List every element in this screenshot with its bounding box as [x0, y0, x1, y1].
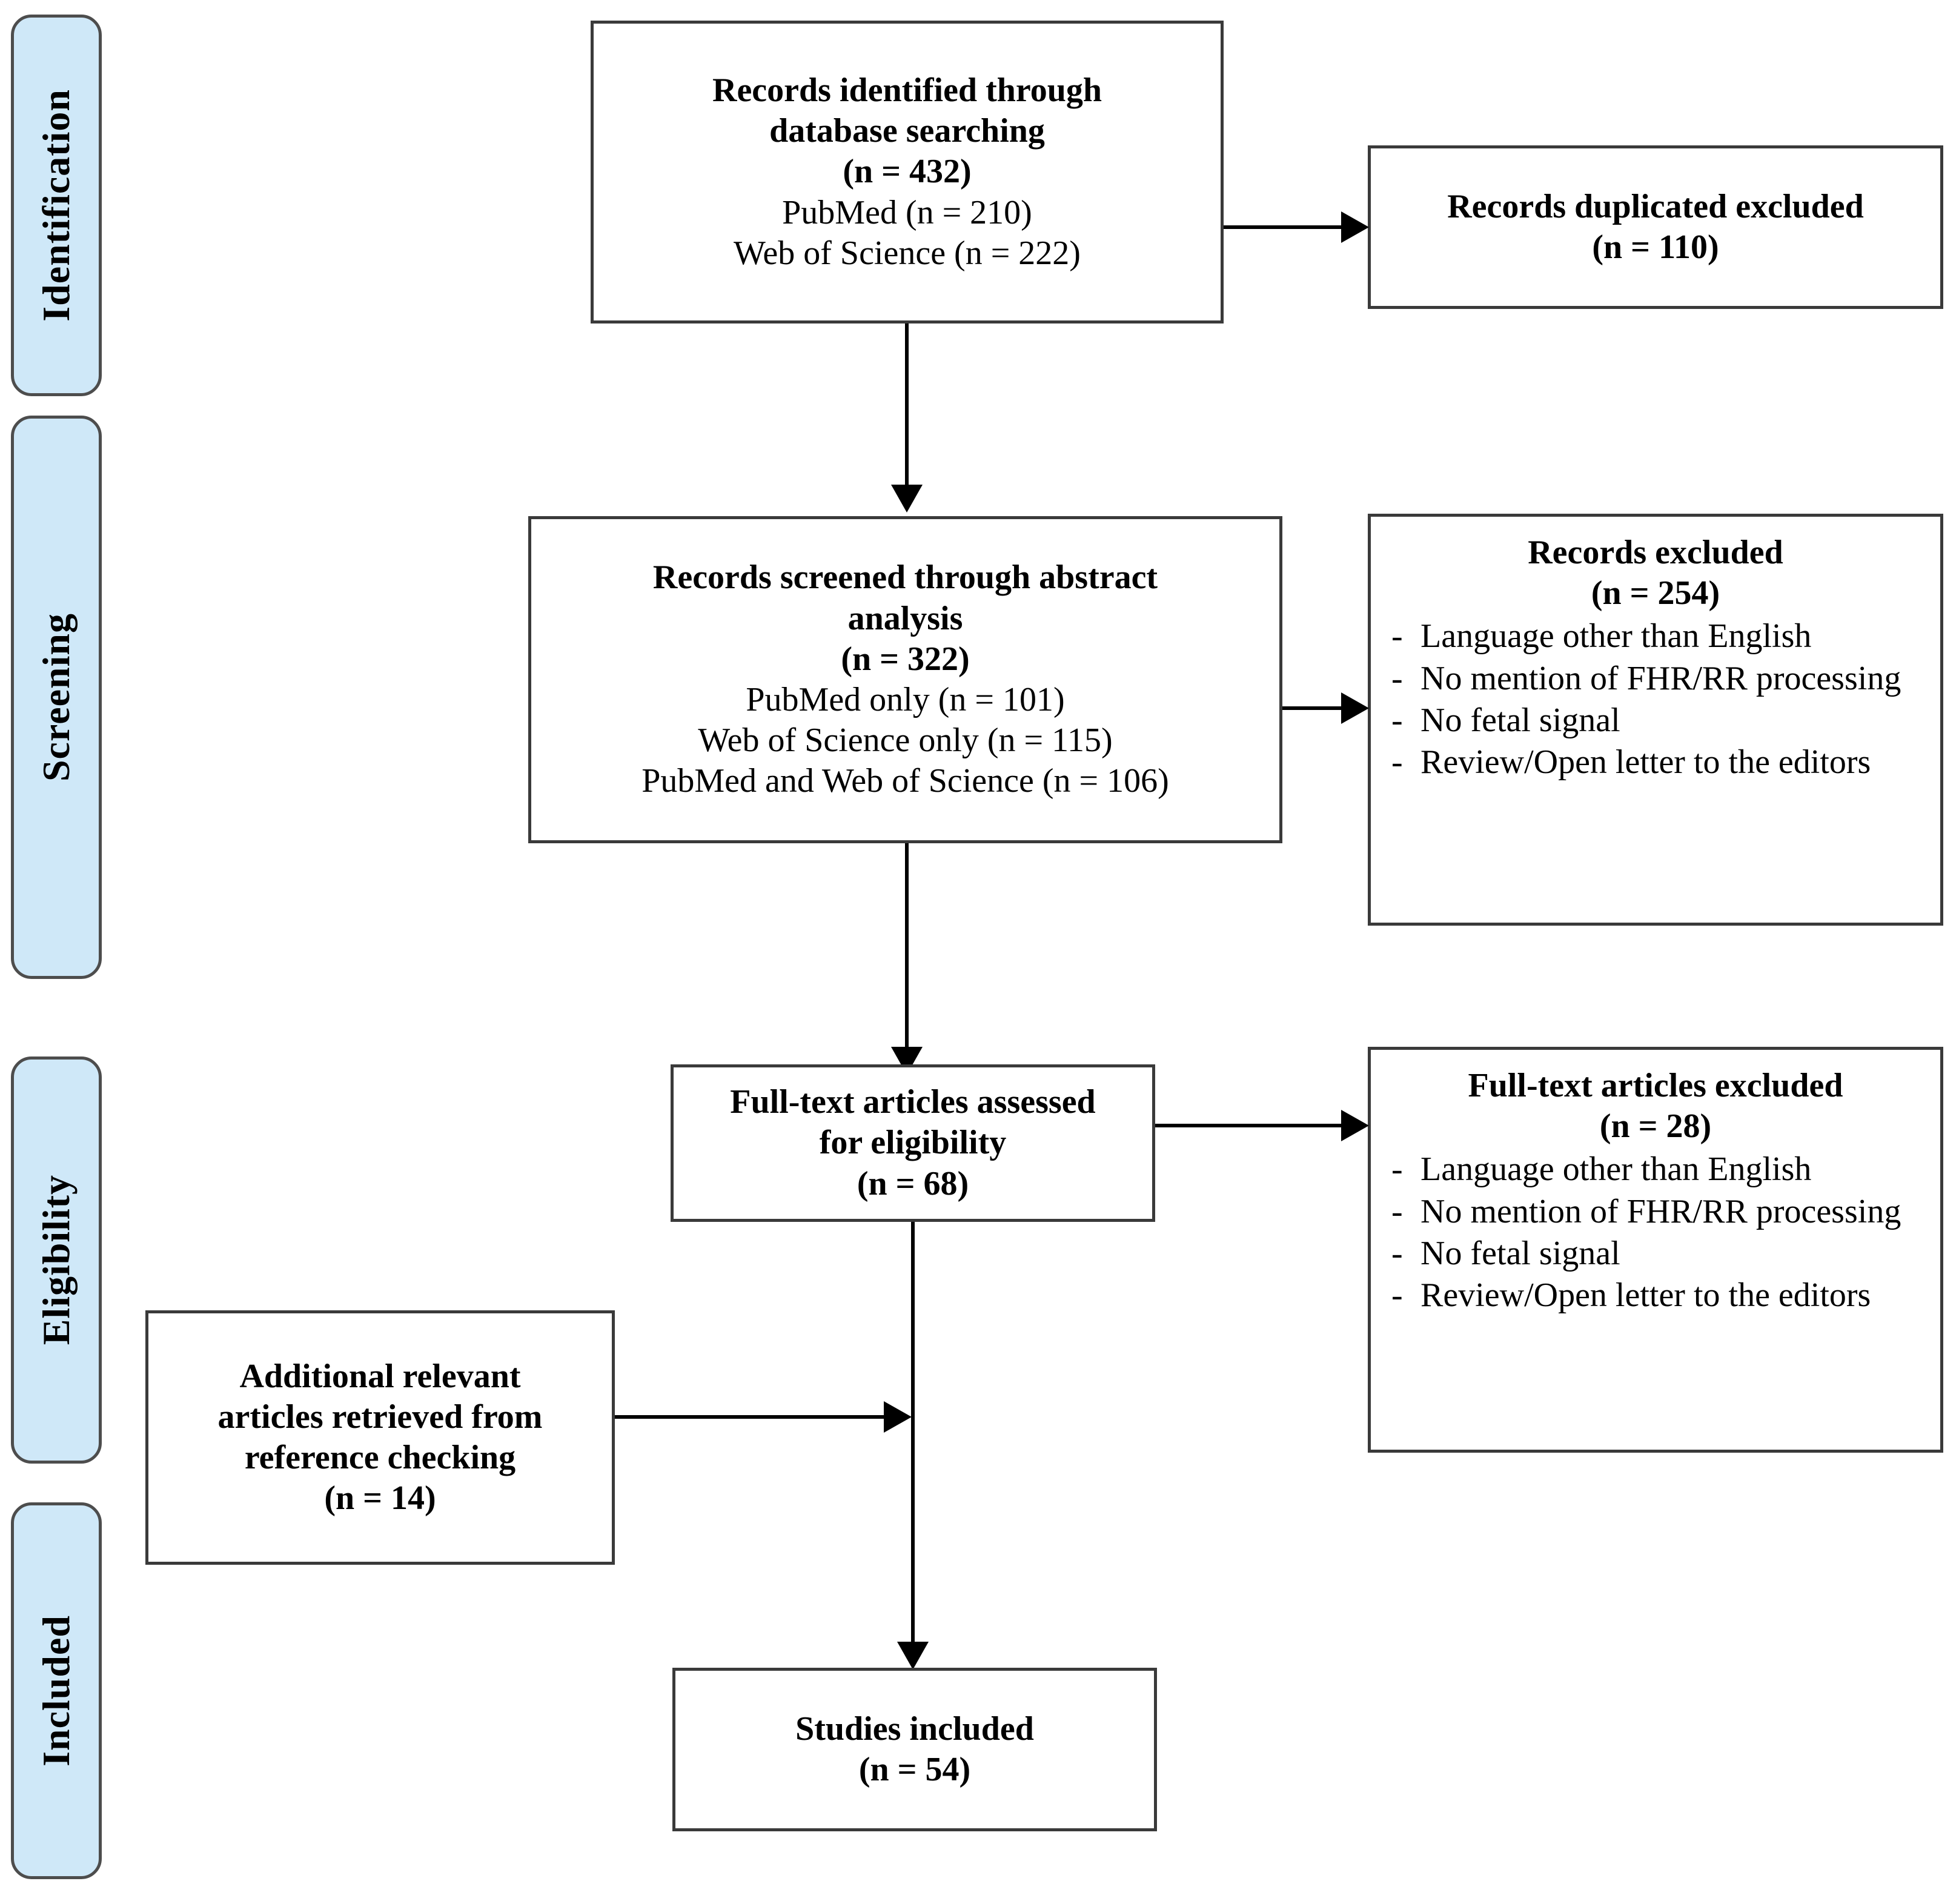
connector-screened-to-excluded	[1282, 706, 1345, 710]
records-identified-title-line2: database searching	[769, 112, 1045, 150]
bullet-dash-icon: -	[1391, 659, 1403, 697]
fulltext-excluded-reason-item: - Review/Open letter to the editors	[1382, 1275, 1929, 1316]
bullet-dash-icon: -	[1391, 1150, 1403, 1189]
bullet-dash-icon: -	[1391, 617, 1403, 655]
box-records-excluded: Records excluded (n = 254) - Language ot…	[1368, 514, 1943, 926]
fulltext-excluded-reason-item: - No fetal signal	[1382, 1233, 1929, 1274]
records-identified-title-line1: Records identified through	[712, 71, 1102, 110]
records-excluded-title: Records excluded	[1528, 534, 1783, 571]
box-records-screened: Records screened through abstract analys…	[528, 516, 1282, 843]
records-excluded-reason-item: - Review/Open letter to the editors	[1382, 742, 1929, 783]
bullet-dash-icon: -	[1391, 1234, 1403, 1272]
records-excluded-reason-text: No mention of FHR/RR processing	[1420, 659, 1901, 697]
fulltext-assessed-count: (n = 68)	[857, 1164, 969, 1202]
additional-articles-title-line1: Additional relevant	[239, 1357, 521, 1395]
records-identified-detail-wos: Web of Science (n = 222)	[734, 234, 1081, 272]
records-screened-detail-both: PubMed and Web of Science (n = 106)	[641, 762, 1169, 800]
records-excluded-reason-text: Review/Open letter to the editors	[1420, 743, 1871, 781]
connector-identified-to-screened	[905, 323, 909, 487]
arrowhead-additional-to-spine	[884, 1401, 912, 1433]
bullet-dash-icon: -	[1391, 1276, 1403, 1314]
fulltext-excluded-reason-item: - Language other than English	[1382, 1149, 1929, 1190]
fulltext-excluded-reason-text: No fetal signal	[1420, 1234, 1620, 1272]
records-excluded-reason-item: - Language other than English	[1382, 616, 1929, 657]
fulltext-assessed-title-line1: Full-text articles assessed	[730, 1083, 1096, 1121]
records-identified-detail-pubmed: PubMed (n = 210)	[782, 193, 1032, 231]
fulltext-excluded-reason-text: Review/Open letter to the editors	[1420, 1276, 1871, 1314]
records-excluded-reason-item: - No fetal signal	[1382, 700, 1929, 741]
connector-additional-to-spine	[615, 1415, 887, 1419]
arrowhead-screened-to-excluded	[1341, 692, 1369, 724]
fulltext-excluded-reason-text: No mention of FHR/RR processing	[1420, 1192, 1901, 1230]
fulltext-excluded-count: (n = 28)	[1599, 1107, 1712, 1146]
box-fulltext-excluded: Full-text articles excluded (n = 28) - L…	[1368, 1047, 1943, 1453]
additional-articles-count: (n = 14)	[324, 1479, 436, 1518]
arrowhead-identified-to-duplicates	[1341, 211, 1369, 243]
bullet-dash-icon: -	[1391, 743, 1403, 781]
box-additional-articles: Additional relevant articles retrieved f…	[145, 1310, 615, 1565]
box-records-duplicated-excluded: Records duplicated excluded (n = 110)	[1368, 145, 1943, 309]
records-excluded-reason-text: No fetal signal	[1420, 701, 1620, 739]
additional-articles-title-line3: reference checking	[244, 1439, 516, 1476]
records-excluded-count: (n = 254)	[1591, 574, 1720, 612]
duplicates-count: (n = 110)	[1592, 228, 1719, 266]
stage-rail-identification: Identification	[11, 15, 102, 396]
stage-rail-eligibility: Eligibility	[11, 1056, 102, 1464]
records-screened-detail-wos-only: Web of Science only (n = 115)	[698, 721, 1113, 760]
arrowhead-identified-to-screened	[891, 485, 923, 512]
bullet-dash-icon: -	[1391, 701, 1403, 739]
stage-label-eligibility: Eligibility	[35, 1175, 78, 1345]
bullet-dash-icon: -	[1391, 1192, 1403, 1230]
fulltext-excluded-title: Full-text articles excluded	[1468, 1067, 1843, 1104]
records-identified-count: (n = 432)	[843, 153, 972, 191]
box-fulltext-assessed: Full-text articles assessed for eligibil…	[671, 1064, 1155, 1222]
connector-screened-to-fulltext	[905, 843, 909, 1049]
connector-fulltext-to-excluded	[1155, 1124, 1345, 1127]
records-screened-title-line1: Records screened through abstract	[652, 559, 1158, 597]
stage-label-identification: Identification	[35, 89, 78, 322]
records-excluded-reason-text: Language other than English	[1420, 617, 1812, 655]
fulltext-assessed-title-line2: for eligibility	[819, 1124, 1007, 1162]
box-records-identified: Records identified through database sear…	[591, 21, 1224, 323]
records-screened-detail-pubmed-only: PubMed only (n = 101)	[746, 681, 1065, 718]
duplicates-title: Records duplicated excluded	[1447, 187, 1864, 225]
fulltext-excluded-reason-list: - Language other than English - No menti…	[1382, 1149, 1929, 1317]
arrowhead-fulltext-to-included	[897, 1642, 929, 1670]
stage-label-screening: Screening	[35, 612, 78, 782]
studies-included-count: (n = 54)	[858, 1751, 971, 1788]
stage-rail-screening: Screening	[11, 416, 102, 979]
connector-fulltext-to-included	[911, 1222, 915, 1646]
connector-identified-to-duplicates	[1224, 225, 1345, 229]
records-excluded-reason-list: - Language other than English - No menti…	[1382, 616, 1929, 784]
studies-included-title: Studies included	[795, 1710, 1034, 1748]
records-excluded-reason-item: - No mention of FHR/RR processing	[1382, 658, 1929, 699]
fulltext-excluded-reason-item: - No mention of FHR/RR processing	[1382, 1192, 1929, 1232]
records-screened-count: (n = 322)	[841, 640, 970, 678]
stage-label-included: Included	[35, 1615, 78, 1766]
box-studies-included: Studies included (n = 54)	[672, 1668, 1157, 1831]
additional-articles-title-line2: articles retrieved from	[217, 1398, 543, 1436]
records-screened-title-line2: analysis	[847, 599, 963, 637]
stage-rail-included: Included	[11, 1502, 102, 1879]
fulltext-excluded-reason-text: Language other than English	[1420, 1150, 1812, 1189]
arrowhead-fulltext-to-excluded	[1341, 1110, 1369, 1141]
